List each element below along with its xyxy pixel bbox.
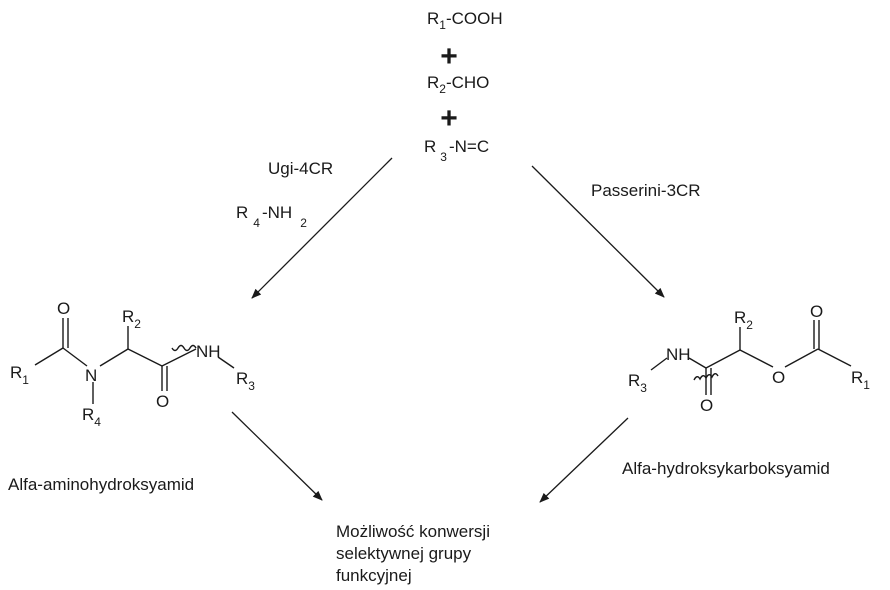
- passerini-label: Passerini-3CR: [591, 181, 701, 200]
- svg-text:NH: NH: [666, 345, 691, 364]
- outcome-line-3: funkcyjnej: [336, 566, 412, 585]
- outcome-line-1: Możliwość konwersji: [336, 522, 490, 541]
- right-product-structure: NH O O O R3 R2 R1: [628, 302, 870, 415]
- svg-text:N: N: [85, 366, 97, 385]
- plus-sign-1: +: [440, 40, 458, 73]
- outcome-line-2: selektywnej grupy: [336, 544, 472, 563]
- left-product-structure: O N O NH R1 R2 R3 R4: [10, 299, 255, 429]
- plus-sign-2: +: [440, 102, 458, 135]
- svg-text:O: O: [772, 368, 785, 387]
- left-product-name: Alfa-aminohydroksyamid: [8, 475, 195, 494]
- reagent-isocyanide: R3-N=C: [424, 137, 489, 164]
- svg-text:R4: R4: [82, 405, 101, 429]
- svg-text:R1: R1: [851, 368, 870, 392]
- svg-text:O: O: [156, 392, 169, 411]
- svg-text:R3: R3: [236, 369, 255, 393]
- reagent-acid: R1-COOH: [427, 9, 503, 32]
- svg-text:O: O: [700, 396, 713, 415]
- outcome-text: Możliwość konwersji selektywnej grupy fu…: [336, 521, 490, 587]
- ugi-amine: R4-NH2: [236, 203, 307, 230]
- svg-text:R2: R2: [122, 307, 141, 331]
- svg-text:NH: NH: [196, 342, 221, 361]
- ugi-arrow: [251, 157, 393, 299]
- svg-text:O: O: [810, 302, 823, 321]
- svg-text:R2: R2: [734, 308, 753, 332]
- passerini-arrow: [531, 165, 665, 298]
- svg-text:R3: R3: [628, 371, 647, 395]
- right-outcome-arrow: [539, 417, 629, 503]
- left-outcome-arrow: [231, 411, 323, 501]
- svg-text:R1: R1: [10, 363, 29, 387]
- svg-text:O: O: [57, 299, 70, 318]
- ugi-label: Ugi-4CR: [268, 159, 333, 178]
- right-product-name: Alfa-hydroksykarboksyamid: [622, 459, 830, 478]
- reagent-aldehyde: R2-CHO: [427, 73, 489, 96]
